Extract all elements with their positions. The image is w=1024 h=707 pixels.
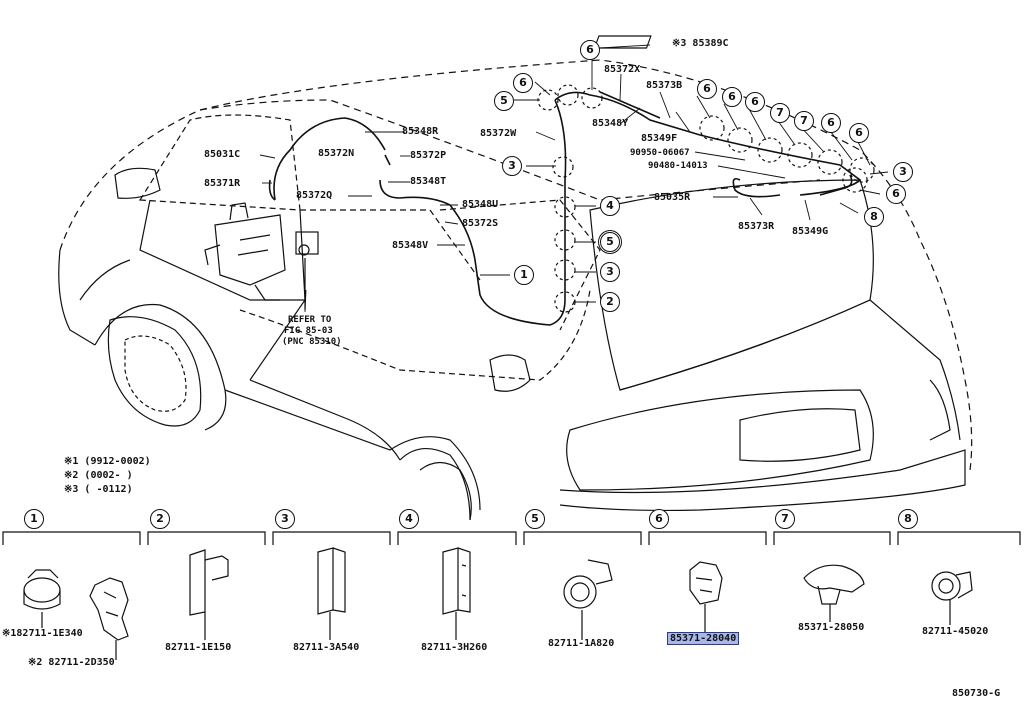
part-number-link[interactable]: 85371-28050 — [798, 622, 865, 633]
marker-clip: 3 — [893, 162, 913, 182]
marker-clip: 6 — [697, 79, 717, 99]
clip-1a-drawing — [23, 569, 61, 628]
date-note-1: ※1 (9912-0002) — [64, 456, 151, 467]
callout-85372X: 85372X — [604, 64, 641, 75]
marker-clip: 2 — [600, 292, 620, 312]
callout-85348T: 85348T — [410, 176, 447, 187]
marker-clip: 3 — [502, 156, 522, 176]
marker-clip: 6 — [745, 92, 765, 112]
callout-85349F: 85349F — [641, 133, 678, 144]
refer-note-line-3: (PNC 85310) — [282, 337, 342, 347]
part-number-link[interactable]: 82711-3A540 — [293, 642, 360, 653]
clip-7-drawing — [803, 564, 865, 622]
callout-85372P: 85372P — [410, 150, 447, 161]
washer-hoses — [268, 91, 862, 326]
section-number-2: 2 — [150, 509, 170, 529]
callout-85035R: 85035R — [654, 192, 691, 203]
section-number-4: 4 — [399, 509, 419, 529]
refer-note-line-1: REFER TO — [288, 315, 332, 325]
part-number-link[interactable]: ※182711-1E340 — [2, 628, 83, 639]
callout-85373R: 85373R — [738, 221, 775, 232]
callout-85372N: 85372N — [318, 148, 355, 159]
clip-8-drawing — [931, 571, 973, 625]
marker-clip: 1 — [514, 265, 534, 285]
leader-lines — [259, 44, 889, 313]
part-number-link[interactable]: 82711-3H260 — [421, 642, 488, 653]
date-note-3: ※3 ( -0112) — [64, 484, 133, 495]
callout-85349G: 85349G — [792, 226, 829, 237]
part-number-link[interactable]: ※2 82711-2D350 — [28, 657, 115, 668]
section-number-8: 8 — [898, 509, 918, 529]
marker-clip: 5 — [600, 232, 620, 252]
section-brackets — [2, 531, 1021, 545]
date-note-2: ※2 (0002- ) — [64, 470, 133, 481]
marker-clip: 6 — [849, 123, 869, 143]
clip-6-drawing — [689, 561, 723, 632]
part-number-link[interactable]: 82711-1A820 — [548, 638, 615, 649]
marker-clip: 7 — [770, 103, 790, 123]
section-number-5: 5 — [525, 509, 545, 529]
callout-85031C: 85031C — [204, 149, 241, 160]
callout-85373B: 85373B — [646, 80, 683, 91]
clip-2-drawing — [189, 549, 229, 640]
callout-85348V: 85348V — [392, 240, 429, 251]
marker-clip: 6 — [580, 40, 600, 60]
callout-85372W: 85372W — [480, 128, 517, 139]
callout-85372Q: 85372Q — [296, 190, 333, 201]
callout-85348U: 85348U — [462, 199, 499, 210]
marker-clip: 4 — [600, 196, 620, 216]
callout-90480-14013: 90480-14013 — [648, 161, 708, 171]
section-number-1: 1 — [24, 509, 44, 529]
diagram-code: 850730-G — [952, 688, 1001, 699]
washer-pump — [295, 231, 319, 310]
callout-90950-06067: 90950-06067 — [630, 148, 690, 158]
part-number-link-highlighted[interactable]: 85371-28040 — [667, 632, 740, 645]
callout-85371R: 85371R — [204, 178, 241, 189]
section-number-7: 7 — [775, 509, 795, 529]
clip-1b-drawing — [89, 577, 129, 660]
marker-clip: 6 — [722, 87, 742, 107]
clip-5-drawing — [563, 559, 613, 640]
clip-4-drawing — [442, 547, 471, 640]
callout-85348R: 85348R — [402, 126, 439, 137]
refer-note-line-2: FIG 85-03 — [284, 326, 333, 336]
marker-clip: 5 — [494, 91, 514, 111]
marker-clip: 6 — [886, 184, 906, 204]
marker-clip: 6 — [513, 73, 533, 93]
section-number-6: 6 — [649, 509, 669, 529]
washer-tank — [204, 202, 286, 301]
section-number-3: 3 — [275, 509, 295, 529]
marker-clip: 6 — [821, 113, 841, 133]
marker-clip: 8 — [864, 207, 884, 227]
callout-85389C: ※3 85389C — [672, 38, 729, 49]
marker-clip: 3 — [600, 262, 620, 282]
marker-clip: 7 — [794, 111, 814, 131]
part-number-link[interactable]: 82711-45020 — [922, 626, 989, 637]
part-number-link[interactable]: 82711-1E150 — [165, 642, 232, 653]
callout-85372S: 85372S — [462, 218, 499, 229]
clip-3-drawing — [317, 547, 346, 640]
callout-85348Y: 85348Y — [592, 118, 629, 129]
